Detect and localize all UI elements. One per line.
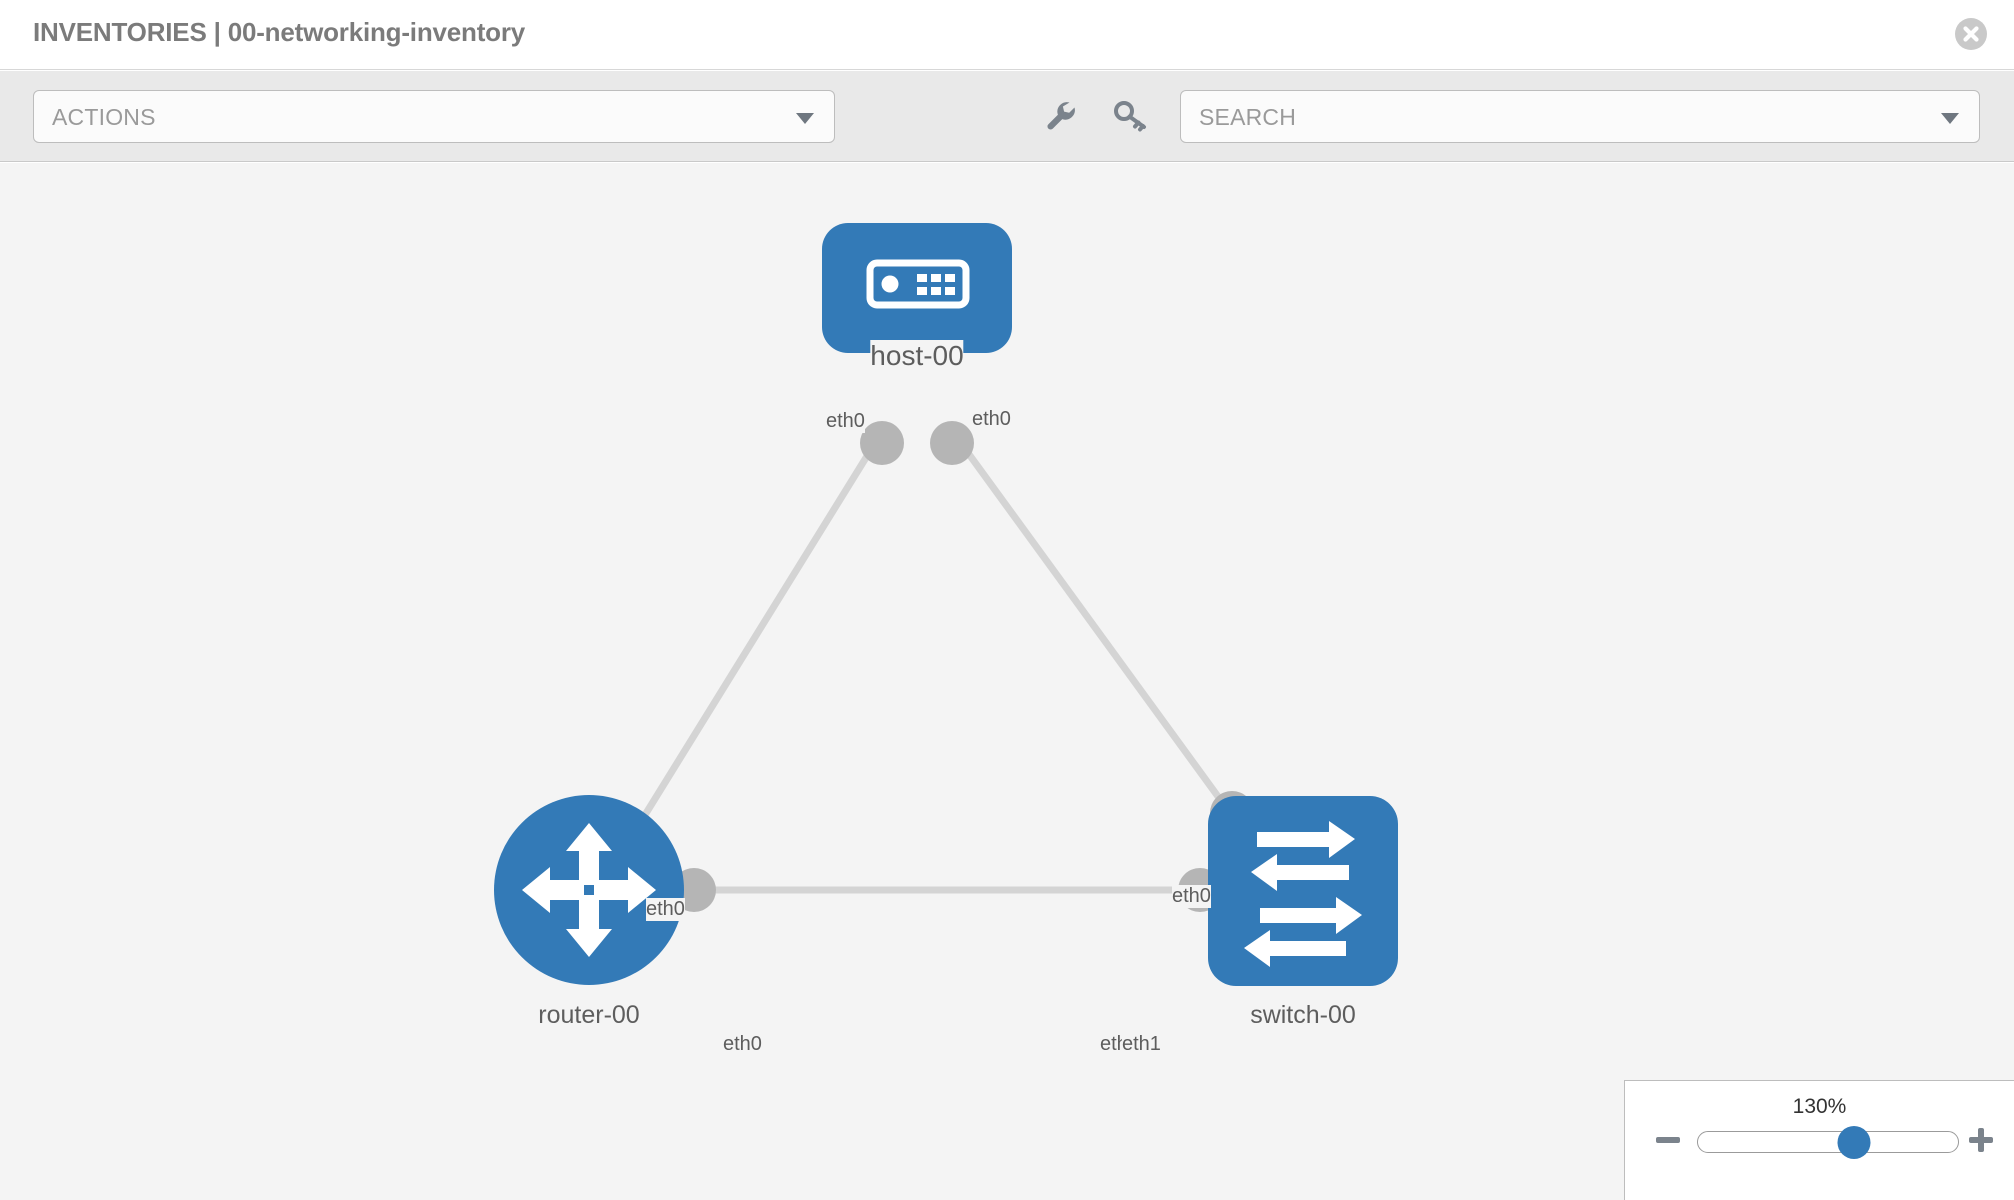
edge-label-router-right: eth0 (723, 1033, 762, 1056)
page-header: INVENTORIES | 00-networking-inventory (0, 0, 2014, 70)
plus-icon[interactable] (1966, 1125, 1996, 1155)
zoom-slider[interactable] (1697, 1126, 1959, 1159)
edge-label-switch-left-eth1: eth1 (1122, 1033, 1161, 1056)
connector-host-right (930, 421, 974, 465)
topology-canvas[interactable]: host-00 router-00 switch-00 eth0 eth0 et… (0, 163, 2014, 1200)
edge-label-switch-up: eth0 (1172, 885, 1211, 908)
node-label-host-00: host-00 (870, 340, 964, 372)
close-icon[interactable] (1954, 17, 1988, 51)
node-host-00[interactable] (822, 223, 1012, 353)
minus-icon[interactable] (1653, 1125, 1683, 1155)
edge-host-switch (952, 432, 1233, 816)
connector-host-left (860, 421, 904, 465)
page-title: INVENTORIES | 00-networking-inventory (33, 17, 526, 47)
zoom-panel: 130% (1624, 1080, 2014, 1200)
edge-label-host-right: eth0 (972, 408, 1011, 431)
zoom-slider-thumb[interactable] (1837, 1126, 1871, 1159)
node-switch-00[interactable] (1208, 796, 1398, 986)
node-label-router-00: router-00 (538, 1001, 640, 1030)
zoom-percent-label: 130% (1792, 1095, 1847, 1118)
chevron-down-icon (1941, 113, 1959, 124)
topology-graph (494, 223, 1398, 986)
search-placeholder: SEARCH (1199, 104, 1297, 130)
wrench-icon[interactable] (1040, 95, 1082, 137)
search-input[interactable]: SEARCH (1180, 90, 1980, 143)
toolbar: ACTIONS SEARCH (0, 71, 2014, 162)
key-icon[interactable] (1110, 95, 1152, 137)
chevron-down-icon (796, 113, 814, 124)
edge-label-router-up: eth0 (646, 898, 685, 921)
node-router-00[interactable] (494, 795, 684, 985)
edge-host-router (637, 433, 883, 825)
actions-dropdown[interactable]: ACTIONS (33, 90, 835, 143)
edge-label-host-left: eth0 (826, 410, 865, 433)
node-label-switch-00: switch-00 (1250, 1001, 1356, 1030)
actions-dropdown-label: ACTIONS (52, 104, 156, 130)
